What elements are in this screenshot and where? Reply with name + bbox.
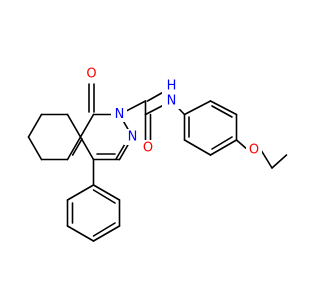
amide-oxygen-label: O (143, 141, 153, 156)
label-background (111, 106, 127, 122)
bond (183, 139, 212, 156)
bond (79, 136, 95, 161)
label-background (84, 66, 100, 82)
molecule-structure: O N N O H N O (27, 66, 288, 242)
bond (66, 113, 82, 138)
bond (92, 222, 116, 237)
bond (209, 100, 238, 116)
bond (27, 136, 43, 161)
bond (66, 184, 95, 201)
bond (79, 113, 95, 138)
bond (260, 149, 273, 169)
bond-lines (27, 83, 288, 242)
bond (211, 105, 233, 118)
bond (71, 138, 83, 156)
bond (92, 225, 121, 242)
amide-hydrogen-label: H (167, 79, 177, 94)
carbonyl-oxygen-label: O (86, 67, 96, 82)
bond (27, 113, 43, 138)
label-background (124, 129, 140, 145)
bond (66, 136, 82, 161)
ring-nitrogen-3-label: N (128, 130, 138, 145)
bond (211, 136, 233, 150)
bond (183, 100, 212, 116)
bond (209, 139, 238, 156)
amide-nitrogen-label: N (167, 94, 177, 109)
bond (92, 184, 121, 201)
label-background (140, 140, 156, 156)
label-background (162, 79, 182, 109)
ether-oxygen-label: O (249, 143, 259, 158)
label-background (246, 142, 262, 158)
bond (66, 225, 95, 242)
bond (271, 154, 288, 169)
ring-nitrogen-2-label: N (115, 107, 125, 122)
bond (92, 189, 116, 204)
atom-labels: O N N O H N O (84, 66, 262, 158)
